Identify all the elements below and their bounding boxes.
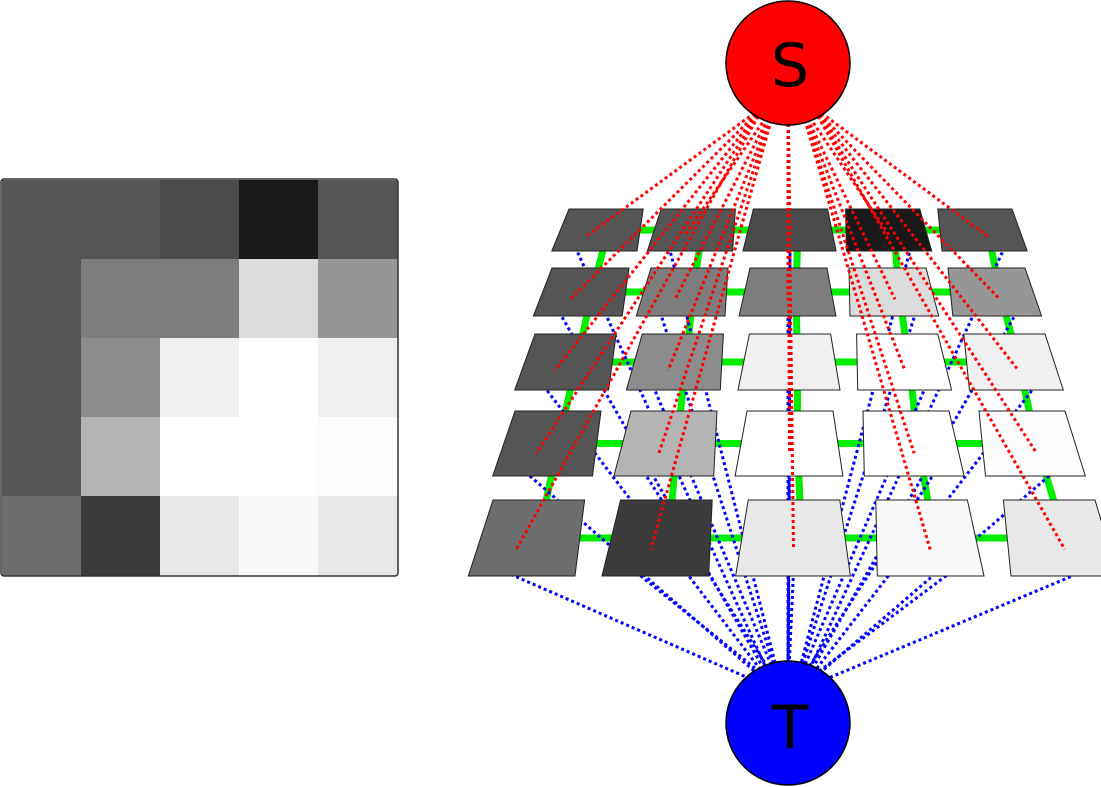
graph-node bbox=[737, 333, 841, 391]
source-edge bbox=[798, 102, 897, 300]
source-edge bbox=[810, 105, 1038, 455]
image-pixel bbox=[160, 259, 240, 339]
image-pixel bbox=[239, 180, 319, 260]
source-edge bbox=[798, 102, 892, 238]
graph-node bbox=[491, 410, 602, 477]
sink-edge bbox=[667, 246, 784, 691]
image-pixel bbox=[81, 417, 161, 497]
graph-node bbox=[613, 410, 718, 477]
graph-node bbox=[862, 410, 965, 477]
graph-node bbox=[845, 208, 933, 252]
image-pixel bbox=[81, 496, 161, 576]
source-edge bbox=[810, 105, 1067, 551]
source-edge bbox=[553, 105, 766, 372]
sink-edge bbox=[786, 246, 792, 691]
sink-edge bbox=[799, 570, 1083, 692]
image-pixel bbox=[318, 417, 398, 497]
graph-node bbox=[856, 333, 953, 391]
graph-node bbox=[635, 267, 729, 317]
image-pixel bbox=[160, 180, 240, 260]
image-pixel bbox=[318, 496, 398, 576]
sink-label: T bbox=[771, 693, 809, 763]
source-edge bbox=[798, 102, 932, 550]
image-pixel bbox=[2, 417, 82, 497]
graph-node bbox=[1002, 499, 1101, 577]
image-pixel bbox=[160, 417, 240, 497]
source-edge bbox=[657, 102, 778, 454]
source-label: S bbox=[771, 31, 809, 101]
image-pixel bbox=[81, 259, 161, 339]
source-edge bbox=[649, 102, 778, 550]
image-pixel bbox=[239, 259, 319, 339]
pixel-graph bbox=[467, 99, 1101, 692]
image-pixel bbox=[2, 259, 82, 339]
image-pixel bbox=[160, 338, 240, 418]
graph-node bbox=[742, 208, 837, 252]
source-edge bbox=[811, 104, 989, 238]
image-pixel bbox=[81, 338, 161, 418]
source-edge bbox=[810, 105, 1020, 372]
source-edge bbox=[666, 102, 778, 371]
image-pixel bbox=[2, 496, 82, 576]
sink-node: T bbox=[725, 660, 851, 786]
graph-nodes bbox=[467, 208, 1101, 577]
image-pixel bbox=[239, 417, 319, 497]
image-pixel bbox=[239, 496, 319, 576]
image-pixel bbox=[2, 338, 82, 418]
source-edge bbox=[585, 104, 765, 238]
source-edge bbox=[514, 105, 766, 551]
image-pixel bbox=[160, 496, 240, 576]
graph-node bbox=[937, 208, 1028, 252]
graph-node bbox=[532, 267, 630, 317]
source-edge bbox=[673, 102, 778, 300]
image-pixel bbox=[318, 259, 398, 339]
image-pixel bbox=[81, 180, 161, 260]
graph-node bbox=[875, 499, 985, 577]
graph-node bbox=[551, 208, 644, 252]
image-pixel bbox=[239, 338, 319, 418]
sink-edge bbox=[504, 570, 777, 692]
image-pixel bbox=[318, 180, 398, 260]
source-edges bbox=[514, 99, 1067, 551]
source-edge bbox=[810, 104, 1001, 301]
graph-node bbox=[513, 333, 617, 391]
pixel-image bbox=[2, 180, 398, 576]
source-edge bbox=[569, 104, 766, 301]
image-pixel bbox=[318, 338, 398, 418]
graph-node bbox=[601, 499, 713, 577]
graph-node bbox=[467, 499, 586, 577]
sink-edge bbox=[792, 246, 913, 691]
source-edge bbox=[798, 102, 916, 454]
pixel-image-border bbox=[0, 178, 399, 577]
graph-node bbox=[848, 267, 940, 317]
source-edge bbox=[786, 99, 795, 550]
graph-node bbox=[646, 208, 736, 252]
source-node: S bbox=[725, 0, 851, 126]
sink-edge bbox=[542, 385, 778, 691]
image-pixel bbox=[2, 180, 82, 260]
